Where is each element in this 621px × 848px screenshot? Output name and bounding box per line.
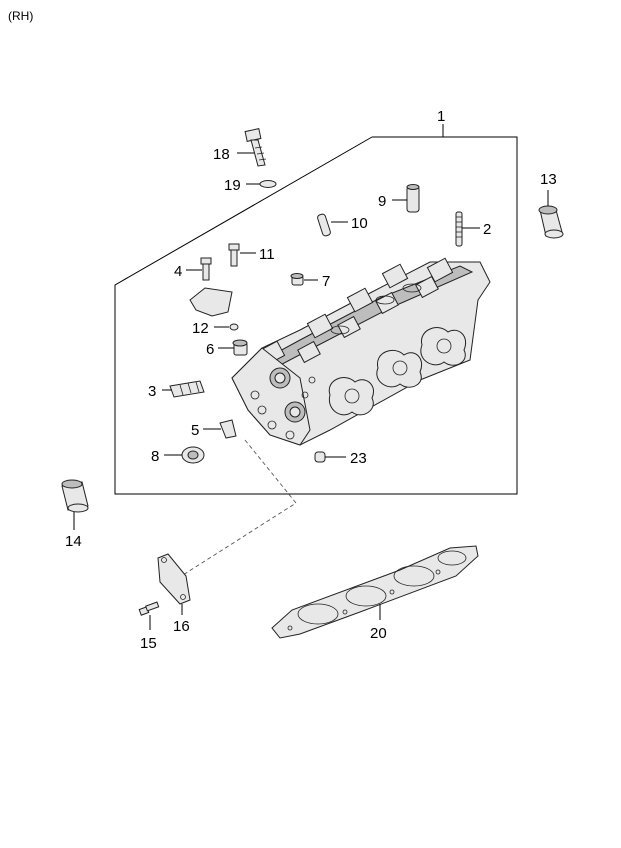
callout-7: 7 — [322, 273, 330, 290]
part-3-guide — [169, 380, 205, 398]
part-14-seal — [61, 479, 89, 513]
callout-9: 9 — [378, 193, 386, 210]
callout-10: 10 — [351, 215, 368, 232]
callout-15: 15 — [140, 635, 157, 652]
part-13-seal — [538, 205, 564, 239]
part-18-bolt — [244, 128, 267, 167]
callout-16: 16 — [173, 618, 190, 635]
callout-18: 18 — [213, 146, 230, 163]
side-label: (RH) — [8, 9, 33, 23]
callout-3: 3 — [148, 383, 156, 400]
callout-12: 12 — [192, 320, 209, 337]
cylinder-head — [231, 257, 491, 446]
part-bearing-cap — [189, 287, 233, 317]
part-19-washer — [259, 180, 277, 188]
callout-23: 23 — [350, 450, 367, 467]
callout-5: 5 — [191, 422, 199, 439]
part-23-plug — [314, 451, 326, 463]
part-5-cap — [219, 419, 237, 439]
part-9-sleeve — [406, 184, 420, 213]
part-12-pin — [229, 323, 239, 331]
part-8-seal — [181, 446, 205, 464]
callout-20: 20 — [370, 625, 387, 642]
part-20-head-gasket — [271, 545, 479, 639]
callout-19: 19 — [224, 177, 241, 194]
part-7-plug — [290, 273, 304, 286]
callout-1: 1 — [437, 108, 445, 125]
callout-8: 8 — [151, 448, 159, 465]
part-6-plug — [232, 339, 248, 356]
part-16-cover-plate — [157, 553, 191, 605]
callout-13: 13 — [540, 171, 557, 188]
part-10-dowel — [317, 213, 331, 237]
assembly-frame — [114, 136, 518, 495]
dashed-reference-line — [182, 439, 297, 576]
callout-6: 6 — [206, 341, 214, 358]
callout-14: 14 — [65, 533, 82, 550]
part-4-bolt — [200, 257, 212, 281]
part-11-bolt — [228, 243, 240, 267]
callout-2: 2 — [483, 221, 491, 238]
callout-4: 4 — [174, 263, 182, 280]
callout-11: 11 — [259, 246, 275, 263]
part-2-stud — [455, 211, 463, 247]
part-15-bolt — [138, 601, 160, 616]
